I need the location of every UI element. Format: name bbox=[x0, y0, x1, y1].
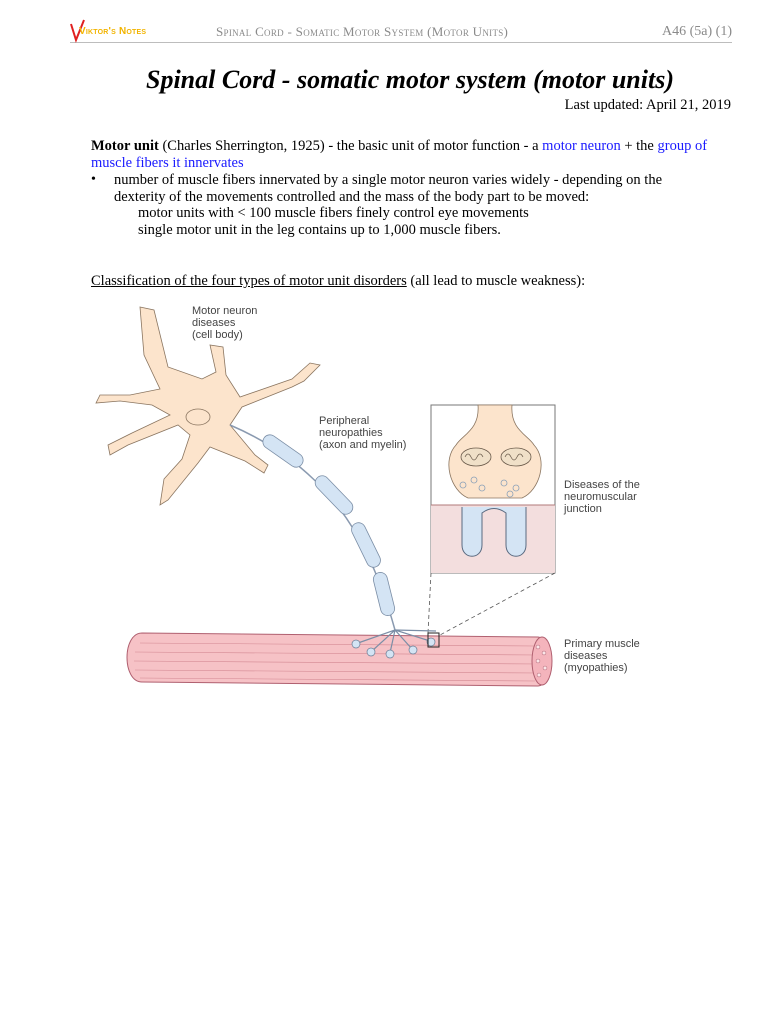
logo-text: Viktor's Notes bbox=[79, 26, 147, 37]
postsynaptic-folds bbox=[461, 507, 527, 557]
myelin-sheath bbox=[262, 434, 396, 616]
classification-underlined: Classification of the four types of moto… bbox=[91, 273, 407, 289]
bullet-text: number of muscle fibers innervated by a … bbox=[114, 172, 663, 205]
definition-text-2: + the bbox=[620, 138, 658, 154]
mitochondrion bbox=[460, 447, 492, 467]
junction-zoom-box bbox=[427, 632, 440, 648]
header-title: Spinal Cord - Somatic Motor System (Moto… bbox=[216, 24, 509, 39]
bullet-marker: • bbox=[91, 172, 96, 187]
last-updated: Last updated: April 21, 2019 bbox=[564, 97, 731, 113]
motor-neuron-link[interactable]: motor neuron bbox=[542, 138, 621, 154]
muscle-fiber bbox=[126, 632, 553, 687]
bullet-sub-2: single motor unit in the leg contains up… bbox=[138, 222, 501, 238]
definition-text-1: (Charles Sherrington, 1925) - the basic … bbox=[158, 138, 543, 154]
nerve-terminal bbox=[448, 404, 542, 499]
motor-end-plates bbox=[351, 629, 437, 659]
mitochondrion bbox=[500, 447, 532, 467]
motor-unit-definition: Motor unit (Charles Sherrington, 1925) -… bbox=[91, 138, 721, 171]
muscle-fibers-link[interactable]: group of muscle fibers it innervates bbox=[91, 138, 708, 171]
bullet-sub-1: motor units with < 100 muscle fibers fin… bbox=[138, 205, 529, 221]
neuron-cell-body bbox=[95, 306, 321, 506]
document-title: Spinal Cord - somatic motor system (moto… bbox=[145, 65, 674, 94]
check-mark-icon bbox=[70, 19, 85, 43]
classification-rest: (all lead to muscle weakness): bbox=[406, 273, 586, 289]
viktors-notes-logo: Viktor's Notes bbox=[70, 18, 180, 44]
neuron-nucleus bbox=[185, 408, 211, 426]
synaptic-vesicles bbox=[459, 476, 520, 498]
neuromuscular-junction-inset bbox=[430, 404, 556, 574]
classification-heading: Classification of the four types of moto… bbox=[91, 273, 585, 290]
page-header: Viktor's Notes Spinal Cord - Somatic Mot… bbox=[70, 18, 732, 43]
motor-unit-term: Motor unit bbox=[91, 138, 159, 154]
header-page-ref: A46 (5a) (1) bbox=[662, 24, 732, 39]
